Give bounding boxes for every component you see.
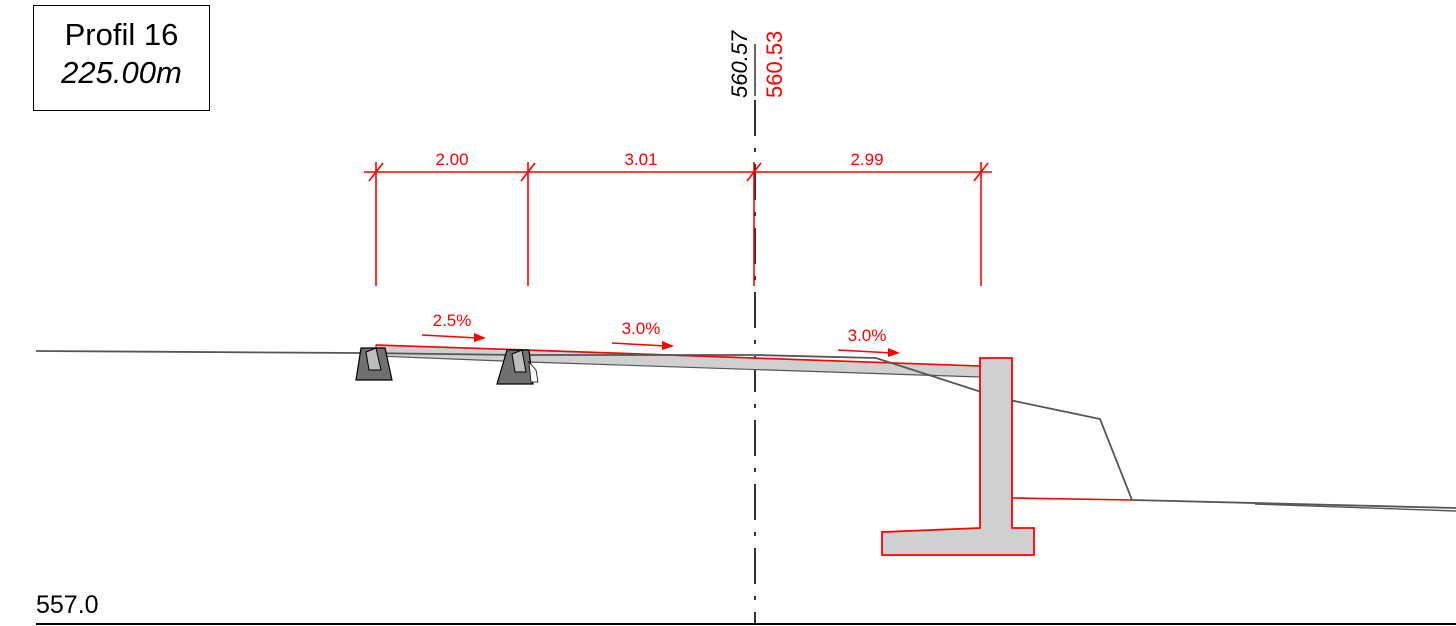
wall-foundation-design-line <box>1011 497 1133 501</box>
dimension-chain <box>364 162 992 286</box>
profile-station: 225.00m <box>61 55 182 90</box>
design-elevation-label: 560.53 <box>762 31 787 98</box>
dimension-label-3: 2.99 <box>850 150 883 169</box>
slope-arrow-2 <box>611 341 674 350</box>
profile-title-box: Profil 16 225.00m <box>33 5 210 111</box>
slope-arrow-3 <box>837 348 900 357</box>
profile-name: Profil 16 <box>64 17 179 52</box>
slope-label-3: 3.0% <box>848 326 887 345</box>
slope-label-2: 3.0% <box>622 319 661 338</box>
slope-label-1: 2.5% <box>433 311 472 330</box>
datum-label: 557.0 <box>36 591 99 619</box>
slope-arrow-1 <box>421 333 486 342</box>
dimension-label-2: 3.01 <box>624 150 657 169</box>
existing-ground-line-2 <box>1254 503 1456 512</box>
retaining-wall <box>881 357 1035 556</box>
curb-right <box>496 349 539 385</box>
existing-elevation-label: 560.57 <box>727 30 752 98</box>
curb-left <box>355 347 393 381</box>
dimension-label-1: 2.00 <box>435 150 468 169</box>
existing-ground-line <box>35 350 1456 509</box>
